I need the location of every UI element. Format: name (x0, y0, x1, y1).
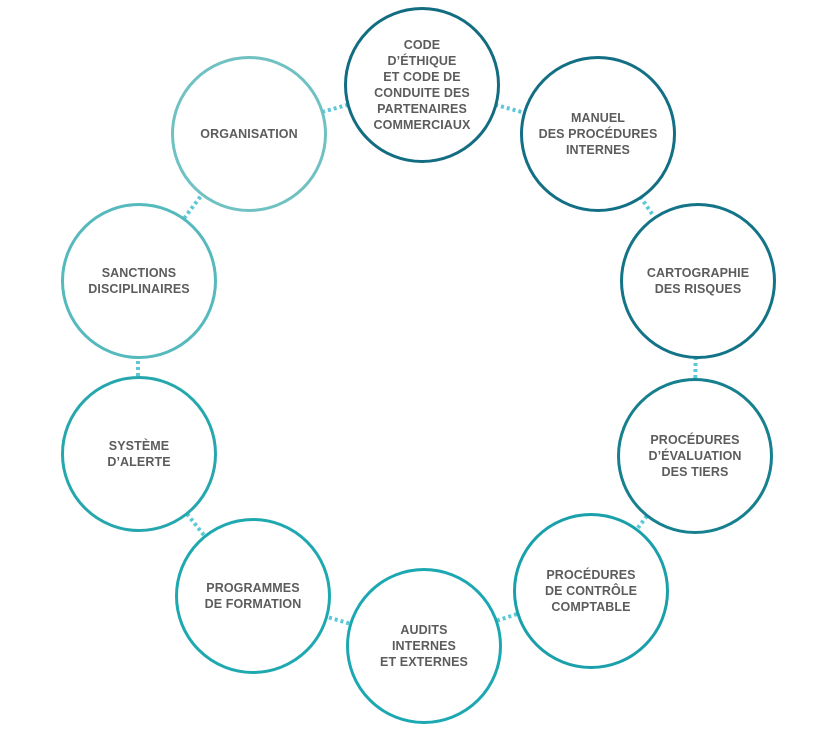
connector-controle-comptable-to-audits (495, 612, 518, 623)
connector-audits-to-programmes-formation (325, 614, 350, 626)
node-sanctions: SANCTIONS DISCIPLINAIRES (61, 203, 217, 359)
node-label-systeme-alerte: SYSTÈME D’ALERTE (107, 439, 171, 469)
node-label-evaluation-tiers: PROCÉDURES D’ÉVALUATION DES TIERS (648, 433, 742, 479)
node-label-sanctions: SANCTIONS DISCIPLINAIRES (88, 266, 190, 296)
node-cartographie-risques: CARTOGRAPHIE DES RISQUES (620, 203, 776, 359)
node-label-organisation: ORGANISATION (200, 127, 298, 141)
connectors (136, 102, 698, 626)
node-manuel-procedures: MANUEL DES PROCÉDURES INTERNES (520, 56, 676, 212)
connector-evaluation-tiers-to-controle-comptable (635, 514, 649, 531)
node-label-manuel-procedures: MANUEL DES PROCÉDURES INTERNES (538, 111, 658, 157)
node-label-programmes-formation: PROGRAMMES DE FORMATION (204, 581, 302, 611)
connector-manuel-procedures-to-cartographie-risques (638, 195, 656, 218)
node-code-ethique: CODE D’ÉTHIQUE ET CODE DE CONDUITE DES P… (344, 7, 500, 163)
connector-sanctions-to-organisation (182, 193, 204, 220)
connector-organisation-to-code-ethique (321, 103, 348, 114)
node-systeme-alerte: SYSTÈME D’ALERTE (61, 376, 217, 532)
node-label-controle-comptable: PROCÉDURES DE CONTRÔLE COMPTABLE (544, 568, 638, 614)
node-label-code-ethique: CODE D’ÉTHIQUE ET CODE DE CONDUITE DES P… (373, 38, 471, 132)
node-organisation: ORGANISATION (171, 56, 327, 212)
connector-code-ethique-to-manuel-procedures (494, 102, 524, 115)
node-controle-comptable: PROCÉDURES DE CONTRÔLE COMPTABLE (513, 513, 669, 669)
node-programmes-formation: PROGRAMMES DE FORMATION (175, 518, 331, 674)
node-label-audits: AUDITS INTERNES ET EXTERNES (380, 623, 468, 669)
node-evaluation-tiers: PROCÉDURES D’ÉVALUATION DES TIERS (617, 378, 773, 534)
node-label-cartographie-risques: CARTOGRAPHIE DES RISQUES (646, 266, 750, 296)
node-audits: AUDITS INTERNES ET EXTERNES (346, 568, 502, 724)
connector-programmes-formation-to-systeme-alerte (184, 511, 206, 537)
